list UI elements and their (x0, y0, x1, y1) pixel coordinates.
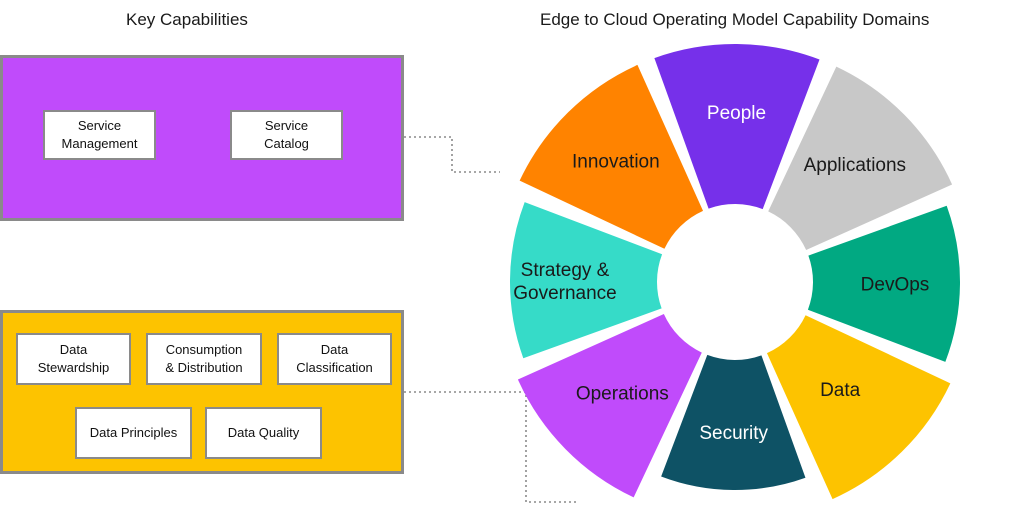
domain-label: Innovation (572, 152, 660, 173)
domain-segment-operations (517, 313, 702, 498)
domain-label: Governance (513, 283, 617, 304)
capability-data-classification: Data Classification (277, 333, 392, 385)
domain-segment-innovation (519, 64, 704, 249)
domain-segment-security (661, 354, 806, 490)
key-capabilities-heading: Key Capabilities (126, 10, 248, 29)
domain-label: People (707, 103, 766, 124)
capability-consumption-distribution: Consumption & Distribution (146, 333, 262, 385)
capability-data-principles: Data Principles (75, 407, 192, 459)
domain-segment-applications (768, 66, 953, 251)
capability-service-catalog: Service Catalog (230, 110, 343, 160)
domain-label: Strategy & (521, 260, 610, 281)
domain-label: DevOps (861, 274, 930, 295)
data-connector (404, 391, 578, 503)
data-capabilities-box: Data Stewardship Consumption & Distribut… (0, 310, 404, 474)
domain-label: Security (699, 423, 768, 444)
domain-segment-people (654, 43, 820, 210)
operations-capabilities-box: Service Management Service Catalog (0, 55, 404, 221)
domain-label: Applications (804, 155, 906, 176)
domain-segment-devops (807, 205, 960, 362)
capability-data-stewardship: Data Stewardship (16, 333, 131, 385)
capability-service-management: Service Management (43, 110, 156, 160)
domain-label: Data (820, 380, 861, 401)
capability-data-quality: Data Quality (205, 407, 322, 459)
operations-connector (404, 136, 500, 173)
domain-segment-strategy-governance (510, 202, 663, 359)
domain-segment-data (766, 315, 951, 500)
domain-label: Operations (576, 384, 669, 405)
capability-domains-heading: Edge to Cloud Operating Model Capability… (540, 10, 930, 29)
